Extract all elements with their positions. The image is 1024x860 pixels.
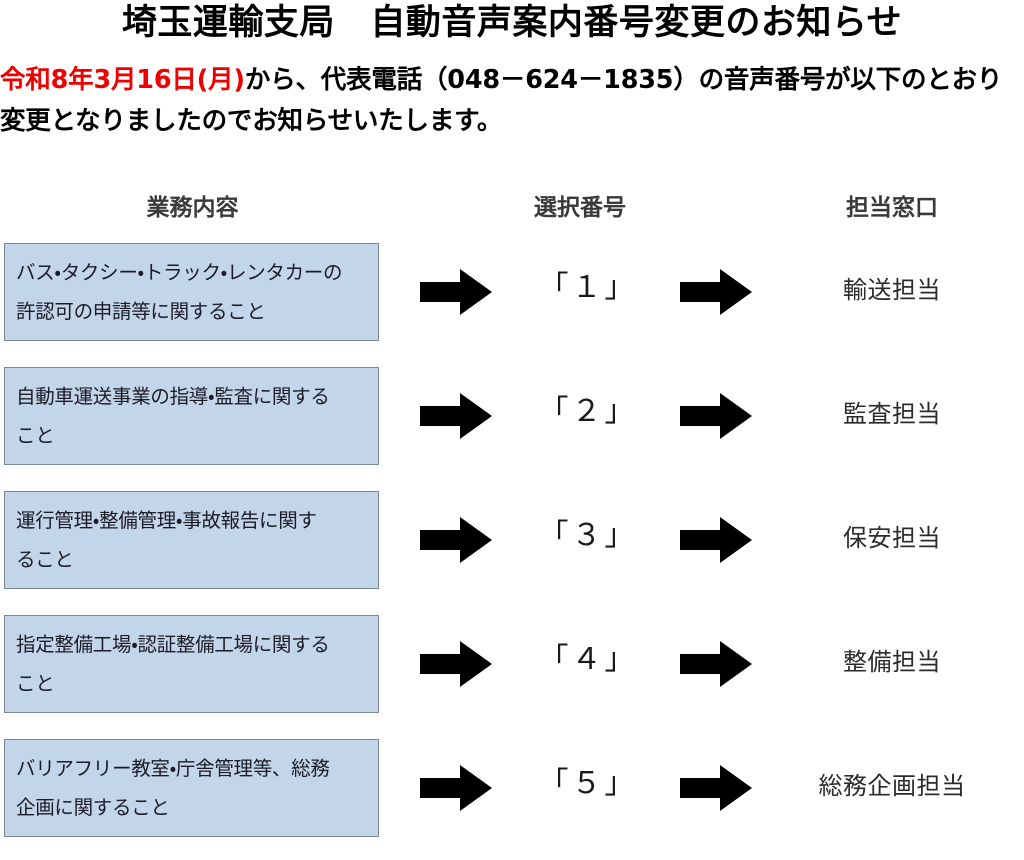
table-row: バリアフリー教室・庁舎管理等、総務企画に関すること 「５」 総務企画担当 (0, 736, 1024, 860)
effective-date-highlight: 令和8年3月16日(月) (0, 65, 245, 95)
arrow-right-icon (680, 268, 752, 316)
table-row: 自動車運送事業の指導・監査に関すること 「２」 監査担当 (0, 364, 1024, 488)
department-label: 総務企画担当 (818, 772, 966, 800)
arrow-right-icon (420, 516, 492, 564)
intro-paragraph: 令和8年3月16日(月)から、代表電話（048－624－1835）の音声番号が以… (0, 60, 1022, 142)
flow-rows: バス・タクシー・トラック・レンタカーの許認可の申請等に関すること 「１」 輸送担当自… (0, 240, 1024, 860)
selection-number: 「３」 (538, 518, 638, 553)
arrow-right-icon (420, 392, 492, 440)
selection-number: 「２」 (538, 394, 638, 429)
table-row: 指定整備工場・認証整備工場に関すること 「４」 整備担当 (0, 612, 1024, 736)
department-label: 監査担当 (843, 400, 941, 428)
arrow-right-icon (680, 640, 752, 688)
table-row: バス・タクシー・トラック・レンタカーの許認可の申請等に関すること 「１」 輸送担当 (0, 240, 1024, 364)
department-label: 輸送担当 (843, 276, 941, 304)
department-label: 整備担当 (843, 648, 941, 676)
arrow-right-icon (680, 516, 752, 564)
selection-number: 「４」 (538, 642, 638, 677)
task-line: 自動車運送事業の指導・監査に関する (16, 385, 330, 408)
column-headers: 業務内容 選択番号 担当窓口 (0, 188, 1024, 222)
task-line: 運行管理・整備管理・事故報告に関す (16, 509, 317, 532)
task-line: バリアフリー教室・庁舎管理等、総務 (16, 757, 330, 780)
department-label: 保安担当 (843, 524, 941, 552)
task-line: バス・タクシー・トラック・レンタカーの (16, 261, 343, 284)
column-header-department: 担当窓口 (846, 195, 938, 221)
table-row: 運行管理・整備管理・事故報告に関すること 「３」 保安担当 (0, 488, 1024, 612)
intro-line1-rest: から、代表電話（048－624－1835）の音声番号が以下のとおり (244, 65, 1003, 95)
task-line: こと (16, 672, 55, 695)
task-box: バリアフリー教室・庁舎管理等、総務企画に関すること (4, 739, 379, 837)
task-line: ること (16, 548, 74, 571)
arrow-right-icon (420, 640, 492, 688)
arrow-right-icon (420, 268, 492, 316)
intro-line2: 変更となりましたのでお知らせいたします。 (0, 106, 503, 136)
task-line: 指定整備工場・認証整備工場に関する (16, 633, 330, 656)
selection-number: 「１」 (538, 270, 638, 305)
column-header-task: 業務内容 (146, 195, 239, 221)
column-header-number: 選択番号 (534, 195, 626, 221)
task-line: 許認可の申請等に関すること (16, 300, 266, 323)
task-box: 自動車運送事業の指導・監査に関すること (4, 367, 379, 465)
task-box: 運行管理・整備管理・事故報告に関すること (4, 491, 379, 589)
selection-number: 「５」 (538, 766, 638, 801)
arrow-right-icon (680, 392, 752, 440)
arrow-right-icon (420, 764, 492, 812)
task-line: こと (16, 424, 55, 447)
task-box: 指定整備工場・認証整備工場に関すること (4, 615, 379, 713)
arrow-right-icon (680, 764, 752, 812)
page-title: 埼玉運輸支局 自動音声案内番号変更のお知らせ (121, 3, 903, 43)
task-line: 企画に関すること (16, 796, 170, 819)
task-box: バス・タクシー・トラック・レンタカーの許認可の申請等に関すること (4, 243, 379, 341)
